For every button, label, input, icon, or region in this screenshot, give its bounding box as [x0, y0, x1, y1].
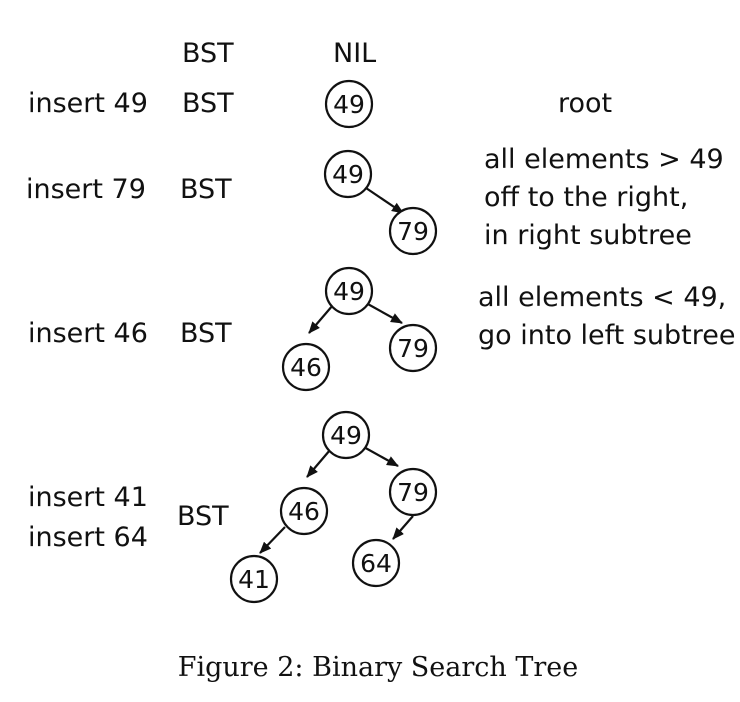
step-action-label: insert 79 [26, 174, 146, 205]
tree-node: 64 [351, 538, 401, 588]
tree-node-value: 79 [397, 334, 429, 363]
step-insert-46: insert 46 BST 49 46 79 all elements < 49… [28, 266, 736, 392]
step-annotation-line: off to the right, [484, 182, 688, 213]
step-action-label: insert 64 [28, 522, 148, 553]
step-annotation-line: root [558, 88, 612, 119]
step-bst-label: BST [180, 318, 232, 349]
tree-node-value: 79 [397, 478, 429, 507]
step-insert-79: insert 79 BST 49 79 all elements > 49 of… [26, 144, 724, 256]
tree-edge [365, 302, 403, 324]
figure-caption: Figure 2: Binary Search Tree [178, 652, 579, 683]
tree-node-value: 46 [288, 497, 320, 526]
tree-node-value: 49 [333, 90, 365, 119]
tree-edge [306, 449, 331, 478]
tree-node-value: 41 [238, 565, 270, 594]
tree-node: 79 [388, 323, 438, 373]
tree-node: 46 [279, 486, 329, 536]
step-bst-label: BST [182, 88, 234, 119]
tree-edge [259, 526, 286, 554]
tree-node: 79 [388, 467, 438, 517]
tree-node: 79 [388, 206, 438, 256]
tree-node-value: 49 [330, 421, 362, 450]
tree-node: 49 [324, 79, 374, 129]
step-annotation-line: all elements > 49 [484, 144, 724, 175]
tree-node: 49 [321, 410, 371, 460]
tree-node-value: 49 [333, 277, 365, 306]
tree-node-value: 79 [397, 217, 429, 246]
tree-edge [361, 445, 399, 467]
step-bst-label: BST [180, 174, 232, 205]
tree-edge [392, 515, 414, 540]
step-annotation-line: in right subtree [484, 220, 692, 251]
step-action-label: insert 41 [28, 482, 148, 513]
tree-node-value: 46 [290, 353, 322, 382]
step-insert-41-64: insert 41 insert 64 BST 49 46 79 41 64 [28, 410, 438, 604]
step-insert-49: insert 49 BST 49 root [28, 79, 612, 129]
tree-node: 49 [323, 149, 373, 199]
step-action-label: insert 49 [28, 88, 148, 119]
step-annotation-line: all elements < 49, [478, 282, 726, 313]
tree-node-value: 64 [360, 549, 392, 578]
tree-node: 49 [324, 266, 374, 316]
header-nil-label: NIL [333, 38, 376, 69]
step-action-label: insert 46 [28, 318, 148, 349]
tree-node: 41 [229, 554, 279, 604]
tree-node-value: 49 [332, 160, 364, 189]
header-bst-label: BST [182, 38, 234, 69]
step-bst-label: BST [177, 501, 229, 532]
step-annotation-line: go into left subtree [478, 320, 736, 351]
tree-node: 46 [281, 342, 331, 392]
tree-edge [365, 187, 404, 214]
tree-edge [308, 304, 334, 334]
